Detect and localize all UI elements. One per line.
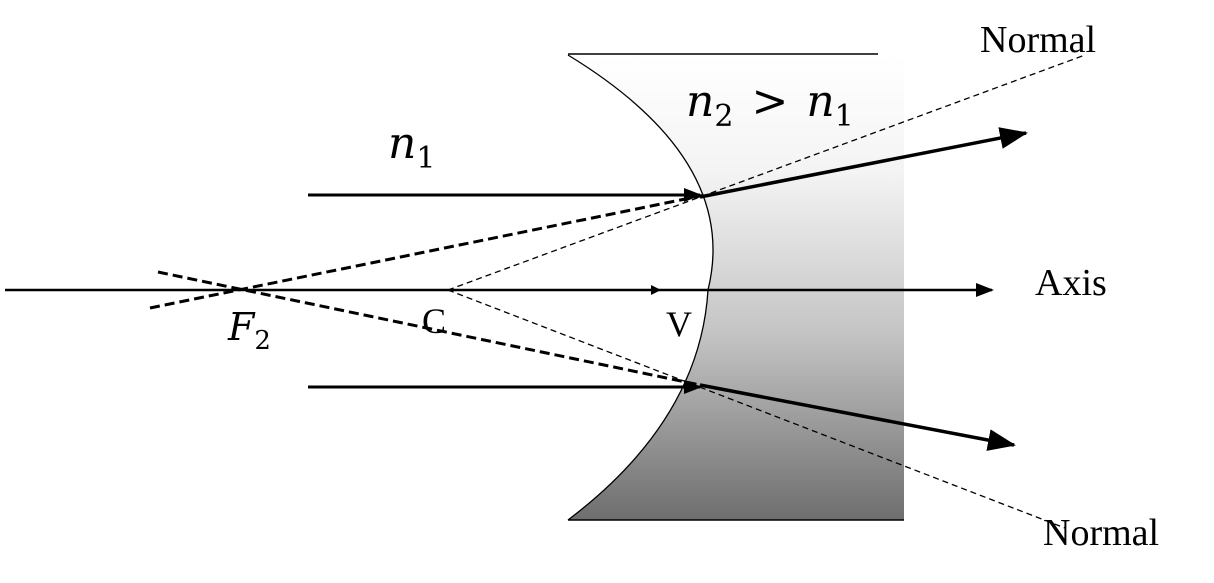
virtual-ray-top <box>149 193 706 310</box>
center-of-curvature-label: C <box>422 301 446 341</box>
refracted-ray-bottom <box>699 383 1016 451</box>
normal-line-top <box>447 54 1086 291</box>
refracted-ray-top <box>699 127 1028 199</box>
normal-line-bottom <box>447 289 1066 529</box>
focal-point-label: F2 <box>227 305 271 356</box>
medium-1-label: n1 <box>388 118 435 176</box>
virtual-ray-bottom <box>157 270 701 387</box>
medium-2-label: n2>n1 <box>686 76 854 134</box>
vertex-label: V <box>666 304 692 344</box>
normal-label-bottom: Normal <box>1043 512 1159 554</box>
glass-block <box>568 55 904 520</box>
normal-label-top: Normal <box>980 19 1096 61</box>
axis-label: Axis <box>1035 262 1107 304</box>
